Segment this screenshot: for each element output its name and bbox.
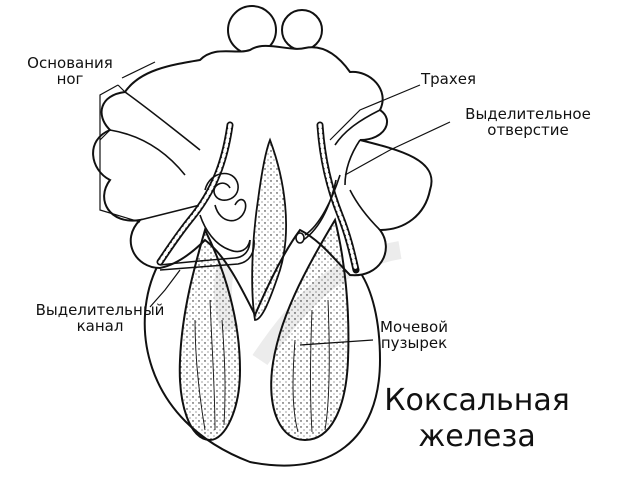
leader-opening: [344, 121, 451, 176]
lobe-divisions: [109, 91, 381, 231]
excretory-canal-coil: [159, 172, 255, 271]
left-trachea: [156, 121, 234, 266]
leader-trachea: [329, 84, 421, 141]
leader-bladder: [299, 339, 374, 346]
leader-lines: [99, 61, 451, 346]
leader-canal: [149, 269, 181, 308]
label-leg-bases: Основания ног: [27, 54, 113, 88]
diagram-title: Коксальная железа: [384, 383, 570, 454]
label-trachea: Трахея: [421, 70, 477, 88]
label-excretory-canal: Выделительный канал: [35, 301, 165, 335]
left-bladder-striations: [194, 299, 226, 431]
leader-leg-bases: [121, 61, 156, 79]
central-gland: [251, 137, 287, 321]
right-trachea: [316, 121, 360, 274]
body-outline: [143, 264, 382, 467]
right-bladder-striations: [292, 299, 330, 433]
label-excretory-opening: Выделительное отверстие: [465, 105, 591, 139]
excretory-opening-duct: [295, 174, 341, 244]
head-lobe-right: [281, 9, 323, 51]
label-urinary-bladder: Мочевой пузырек: [380, 318, 448, 352]
